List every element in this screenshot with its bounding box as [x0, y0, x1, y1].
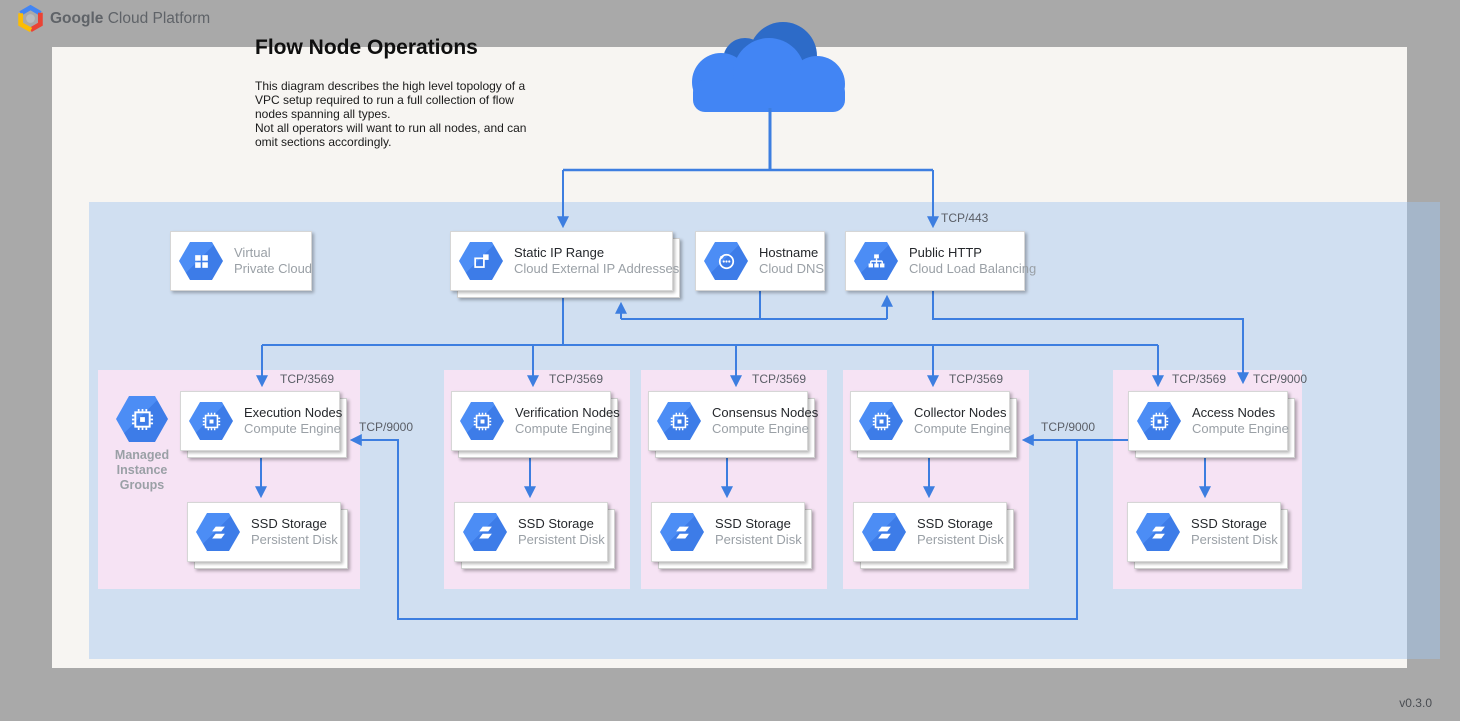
compute-engine-icon	[859, 402, 903, 440]
card-title: SSD Storage	[1191, 516, 1267, 531]
persistent-disk-icon	[463, 513, 507, 551]
cloud-dns-icon	[704, 242, 748, 280]
card-subtitle: Persistent Disk	[251, 532, 338, 547]
card-title: Collector Nodes	[914, 405, 1007, 420]
card-subtitle: Compute Engine	[515, 421, 612, 436]
vpc-icon	[179, 242, 223, 280]
consensus-compute-card: Consensus Nodes Compute Engine	[648, 391, 818, 451]
port-label-execution: TCP/3569	[280, 372, 335, 386]
persistent-disk-icon	[196, 513, 240, 551]
access-compute-card: Access Nodes Compute Engine	[1128, 391, 1289, 451]
card-title: SSD Storage	[518, 516, 594, 531]
version-label: v0.3.0	[1399, 696, 1432, 710]
external-ip-icon	[459, 242, 503, 280]
execution-compute-card: Execution Nodes Compute Engine	[180, 391, 343, 451]
card-subtitle: Compute Engine	[244, 421, 341, 436]
card-title: Hostname	[759, 245, 819, 260]
card-title: SSD Storage	[715, 516, 791, 531]
card-title: Verification Nodes	[515, 405, 620, 420]
access-storage-card: SSD Storage Persistent Disk	[1127, 502, 1281, 562]
port-label-execution-9000: TCP/9000	[359, 420, 414, 434]
card-subtitle: Persistent Disk	[1191, 532, 1278, 547]
brand-cloud-platform: Cloud Platform	[107, 9, 211, 27]
card-subtitle: Persistent Disk	[917, 532, 1004, 547]
gcp-hexagon-logo-icon	[18, 5, 43, 32]
compute-engine-icon	[657, 402, 701, 440]
card-subtitle: Persistent Disk	[518, 532, 605, 547]
persistent-disk-icon	[1136, 513, 1180, 551]
card-subtitle: Cloud DNS	[759, 261, 825, 276]
page-description: This diagram describes the high level to…	[255, 79, 527, 149]
collector-compute-card: Collector Nodes Compute Engine	[850, 391, 1011, 451]
consensus-storage-card: SSD Storage Persistent Disk	[651, 502, 805, 562]
card-subtitle: Persistent Disk	[715, 532, 802, 547]
hostname-card: Hostname Cloud DNS	[695, 231, 825, 291]
static-ip-card: Static IP Range Cloud External IP Addres…	[450, 231, 679, 291]
persistent-disk-icon	[660, 513, 704, 551]
brand-google: Google	[50, 9, 104, 27]
card-subtitle: Private Cloud	[234, 261, 313, 276]
port-label-verification: TCP/3569	[549, 372, 604, 386]
port-label-access-9000: TCP/9000	[1253, 372, 1308, 386]
load-balancing-icon	[854, 242, 898, 280]
verification-compute-card: Verification Nodes Compute Engine	[451, 391, 620, 451]
port-label-collector: TCP/3569	[949, 372, 1004, 386]
card-subtitle: Compute Engine	[914, 421, 1011, 436]
card-subtitle: Compute Engine	[712, 421, 809, 436]
port-label-access-3569: TCP/3569	[1172, 372, 1227, 386]
execution-storage-card: SSD Storage Persistent Disk	[187, 502, 341, 562]
card-subtitle: Cloud External IP Addresses	[514, 261, 680, 276]
card-title: Execution Nodes	[244, 405, 343, 420]
compute-engine-icon	[1137, 402, 1181, 440]
collector-storage-card: SSD Storage Persistent Disk	[853, 502, 1007, 562]
port-label-tcp443: TCP/443	[941, 211, 989, 225]
page-title: Flow Node Operations	[255, 36, 478, 59]
compute-engine-icon	[189, 402, 233, 440]
card-title: Access Nodes	[1192, 405, 1276, 420]
compute-engine-icon	[460, 402, 504, 440]
cloud-icon	[683, 16, 863, 117]
persistent-disk-icon	[862, 513, 906, 551]
verification-storage-card: SSD Storage Persistent Disk	[454, 502, 608, 562]
virtual-private-cloud-card: Virtual Private Cloud	[170, 231, 312, 291]
port-label-collector-9000: TCP/9000	[1041, 420, 1096, 434]
brand-text: Google Cloud Platform	[50, 10, 210, 28]
card-title: SSD Storage	[251, 516, 327, 531]
card-title: Consensus Nodes	[712, 405, 819, 420]
port-label-consensus: TCP/3569	[752, 372, 807, 386]
card-title: SSD Storage	[917, 516, 993, 531]
card-title: Virtual	[234, 245, 271, 260]
managed-instance-groups-label: Managed Instance Groups	[114, 448, 170, 492]
gcp-logo: Google Cloud Platform	[17, 5, 210, 32]
card-subtitle: Cloud Load Balancing	[909, 261, 1037, 276]
card-title: Public HTTP	[909, 245, 982, 260]
card-title: Static IP Range	[514, 245, 605, 260]
card-subtitle: Compute Engine	[1192, 421, 1289, 436]
public-http-card: Public HTTP Cloud Load Balancing	[845, 231, 1036, 291]
